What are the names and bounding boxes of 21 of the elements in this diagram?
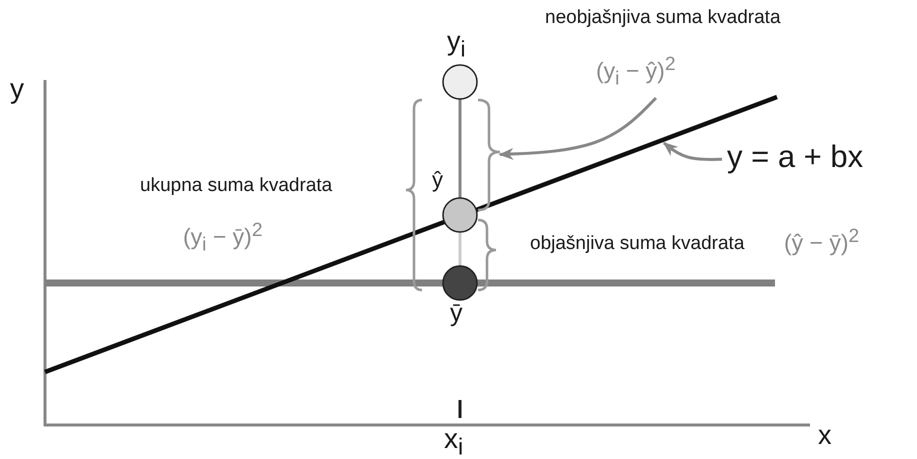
axis-label: y: [10, 74, 24, 105]
point-label: ŷ: [432, 168, 443, 192]
point-label: y$_{i}$: [447, 27, 466, 62]
point-label: ȳ: [450, 300, 462, 328]
axis-label: x: [818, 421, 832, 451]
curly-brace: [478, 98, 502, 212]
formula-text: (y$_{i}$ − ŷ)$^{2}$: [596, 54, 676, 90]
leader-arrow: [498, 96, 657, 160]
leader-arrow: [662, 142, 722, 161]
tick-label: x$_{i}$: [444, 424, 464, 459]
annotation-text: objašnjiva suma kvadrata: [530, 234, 744, 255]
connector-line: [458, 99, 462, 198]
annotation-text: neobjašnjiva suma kvadrata: [545, 8, 781, 29]
data-point: [442, 64, 478, 100]
equation-text: y = a + bx: [727, 140, 864, 174]
formula-text: (y$_{i}$ − ȳ)$^{2}$: [183, 220, 262, 256]
annotation-text: ukupna suma kvadrata: [140, 176, 332, 197]
data-point: [442, 265, 478, 301]
data-point: [442, 197, 478, 233]
formula-text: (ŷ − ȳ)$^{2}$: [784, 226, 860, 256]
connector-line: [458, 232, 462, 266]
